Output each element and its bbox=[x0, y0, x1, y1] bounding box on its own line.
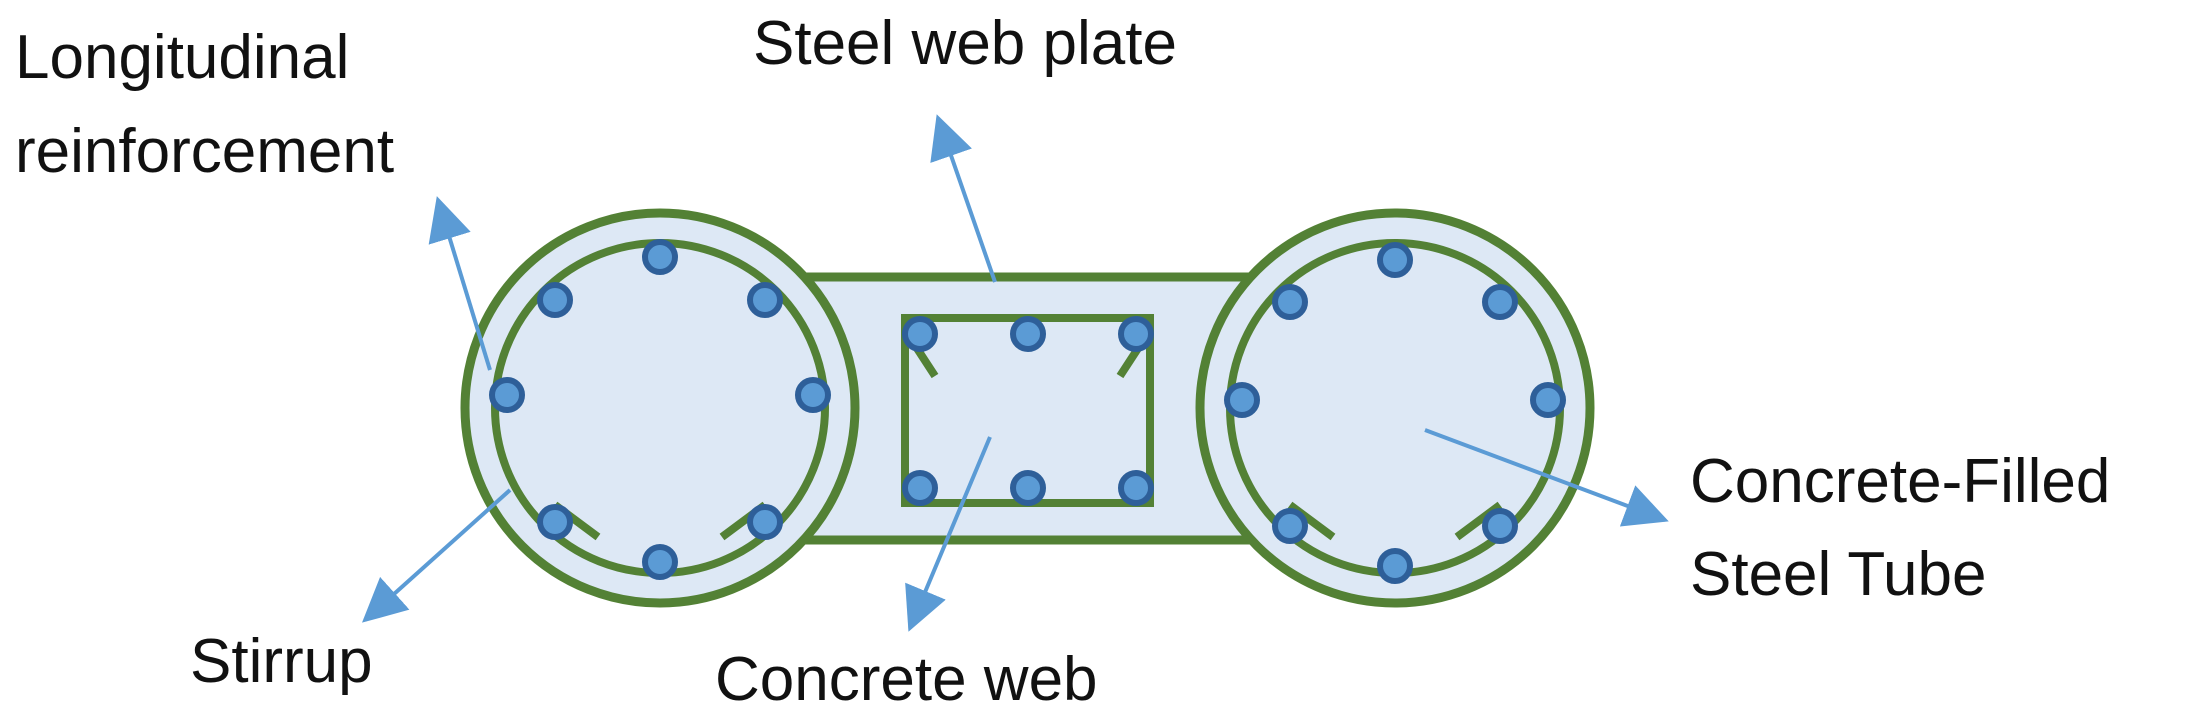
rebar bbox=[795, 377, 831, 413]
rebar bbox=[747, 504, 783, 540]
concrete-filled-steel-tube-leader bbox=[1424, 428, 1669, 527]
rebar bbox=[1118, 316, 1154, 352]
rebar bbox=[1482, 508, 1518, 544]
rebar bbox=[1272, 284, 1308, 320]
rebar bbox=[902, 470, 938, 506]
rebar bbox=[1118, 470, 1154, 506]
steel-web-plate-label: Steel web plate bbox=[753, 9, 1177, 78]
leader-arrows bbox=[362, 114, 1669, 632]
rebar bbox=[1530, 382, 1566, 418]
stirrup-leader bbox=[362, 488, 512, 623]
rebar bbox=[1224, 382, 1260, 418]
rebar bbox=[1272, 508, 1308, 544]
rebar bbox=[1377, 242, 1413, 278]
rebar bbox=[642, 544, 678, 580]
longitudinal-rebars bbox=[489, 239, 1566, 584]
concrete-web-leader bbox=[905, 436, 992, 632]
stirrup-label: Stirrup bbox=[190, 627, 373, 696]
longitudinal-reinforcement-label-line2: reinforcement bbox=[15, 117, 394, 186]
concrete-filled-steel-tube-label-line2: Steel Tube bbox=[1690, 540, 1986, 609]
rebar bbox=[642, 239, 678, 275]
rebar bbox=[1010, 316, 1046, 352]
rebar bbox=[489, 377, 525, 413]
concrete-web-label: Concrete web bbox=[715, 645, 1098, 714]
rebar bbox=[902, 316, 938, 352]
longitudinal-reinforcement-leader bbox=[428, 196, 492, 371]
rebar bbox=[537, 504, 573, 540]
rebar bbox=[1482, 284, 1518, 320]
rebar bbox=[1377, 548, 1413, 584]
rebar bbox=[1010, 470, 1046, 506]
steel-web-plate-leader bbox=[930, 114, 997, 283]
rebar bbox=[747, 282, 783, 318]
concrete-filled-steel-tube-label-line1: Concrete-Filled bbox=[1690, 447, 2110, 516]
longitudinal-reinforcement-label-line1: Longitudinal bbox=[15, 23, 349, 92]
rebar bbox=[537, 282, 573, 318]
